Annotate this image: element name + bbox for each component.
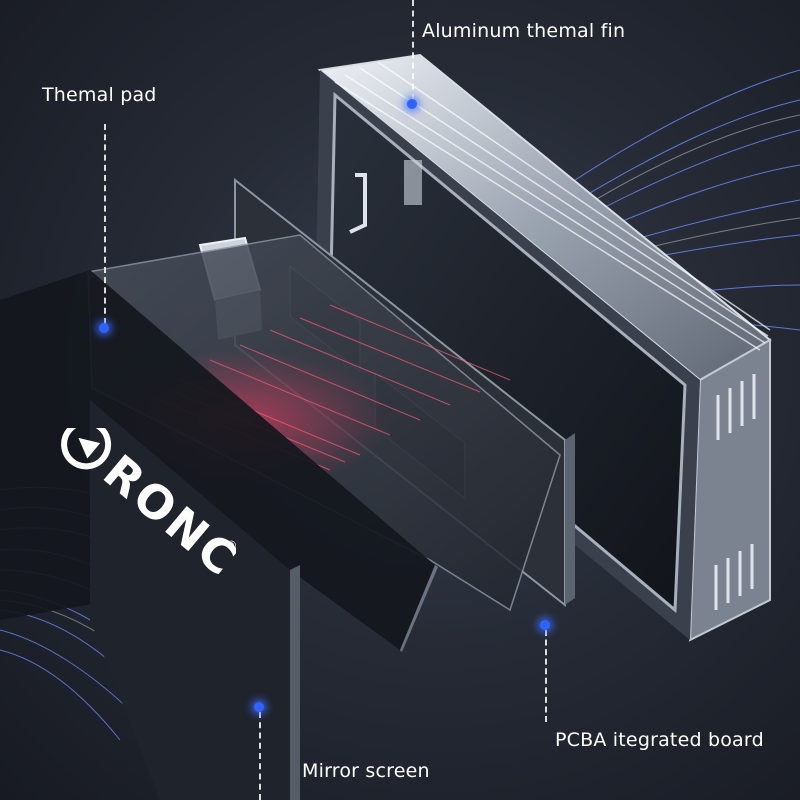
mirror-screen <box>0 270 438 800</box>
label-thermal-pad: Themal pad <box>42 84 157 106</box>
callout-dot-fin <box>407 99 417 109</box>
leader-mirror <box>259 712 261 800</box>
callout-dot-mirror <box>254 702 264 712</box>
aluminum-fin-housing <box>315 53 772 642</box>
brand-logo: RONC ® <box>61 428 236 588</box>
leader-pcba <box>545 630 547 722</box>
label-aluminum-fin: Aluminum themal fin <box>422 20 626 42</box>
brand-name: RONC <box>93 444 236 587</box>
leader-fin <box>412 0 414 100</box>
callout-dot-pad <box>99 323 109 333</box>
leader-pad <box>104 124 106 324</box>
brand-mark-icon <box>61 428 112 470</box>
label-pcba-board: PCBA itegrated board <box>555 729 764 751</box>
label-mirror-screen: Mirror screen <box>302 760 430 782</box>
callout-dot-pcba <box>540 620 550 630</box>
